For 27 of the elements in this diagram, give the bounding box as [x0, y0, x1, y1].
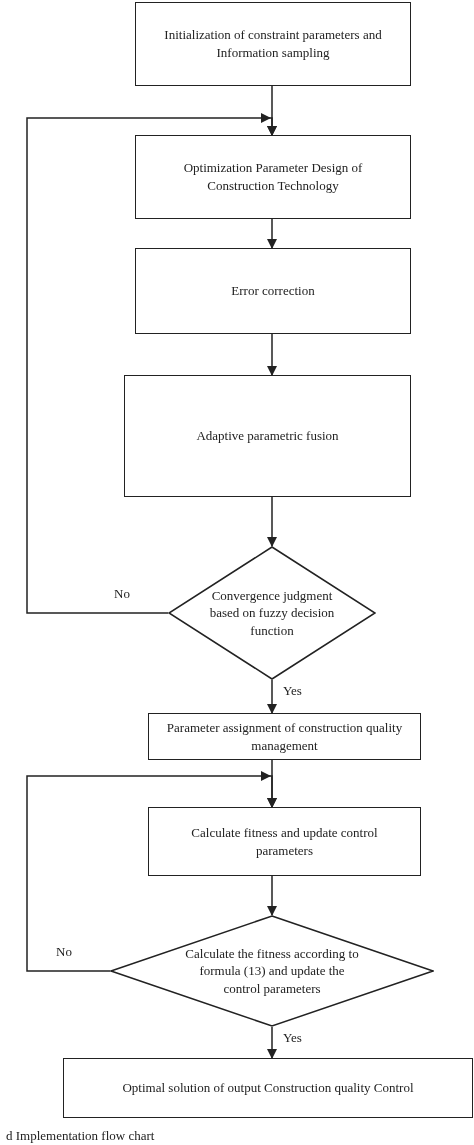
arrow: [267, 679, 277, 714]
arrow: [26, 771, 277, 972]
process-box: [148, 713, 421, 760]
process-box: [135, 248, 411, 334]
node-text: Calculate fitness and update control parameters: [190, 823, 379, 860]
process-box: [63, 1058, 473, 1118]
node-text: Optimization Parameter Design of Construction Technology: [182, 159, 364, 195]
node-text: Convergence judgment based on fuzzy decision function: [208, 586, 336, 640]
node-text: Adaptive parametric fusion: [196, 427, 339, 445]
process-box: [124, 375, 411, 497]
caption: d Implementation flow chart: [6, 1128, 155, 1144]
arrow: [26, 113, 277, 614]
node-text: Optimal solution of output Construction quality Control: [122, 1079, 414, 1097]
arrow: [267, 333, 277, 376]
arrow: [267, 875, 277, 916]
process-box: [135, 135, 411, 219]
decision-diamond: [110, 915, 434, 1027]
node-text: Calculate the fitness according to formula (13) and update the control parameters: [184, 944, 360, 998]
node-text: Initialization of constraint parameters and Information sampling: [163, 26, 383, 62]
arrow: [267, 1026, 277, 1059]
arrow: [267, 496, 277, 547]
process-box: [148, 807, 421, 876]
decision-diamond: [168, 546, 376, 680]
node-text: Parameter assignment of construction quality management: [165, 718, 404, 755]
process-box: [135, 2, 411, 86]
node-text: Error correction: [231, 282, 315, 300]
arrow: [267, 218, 277, 249]
